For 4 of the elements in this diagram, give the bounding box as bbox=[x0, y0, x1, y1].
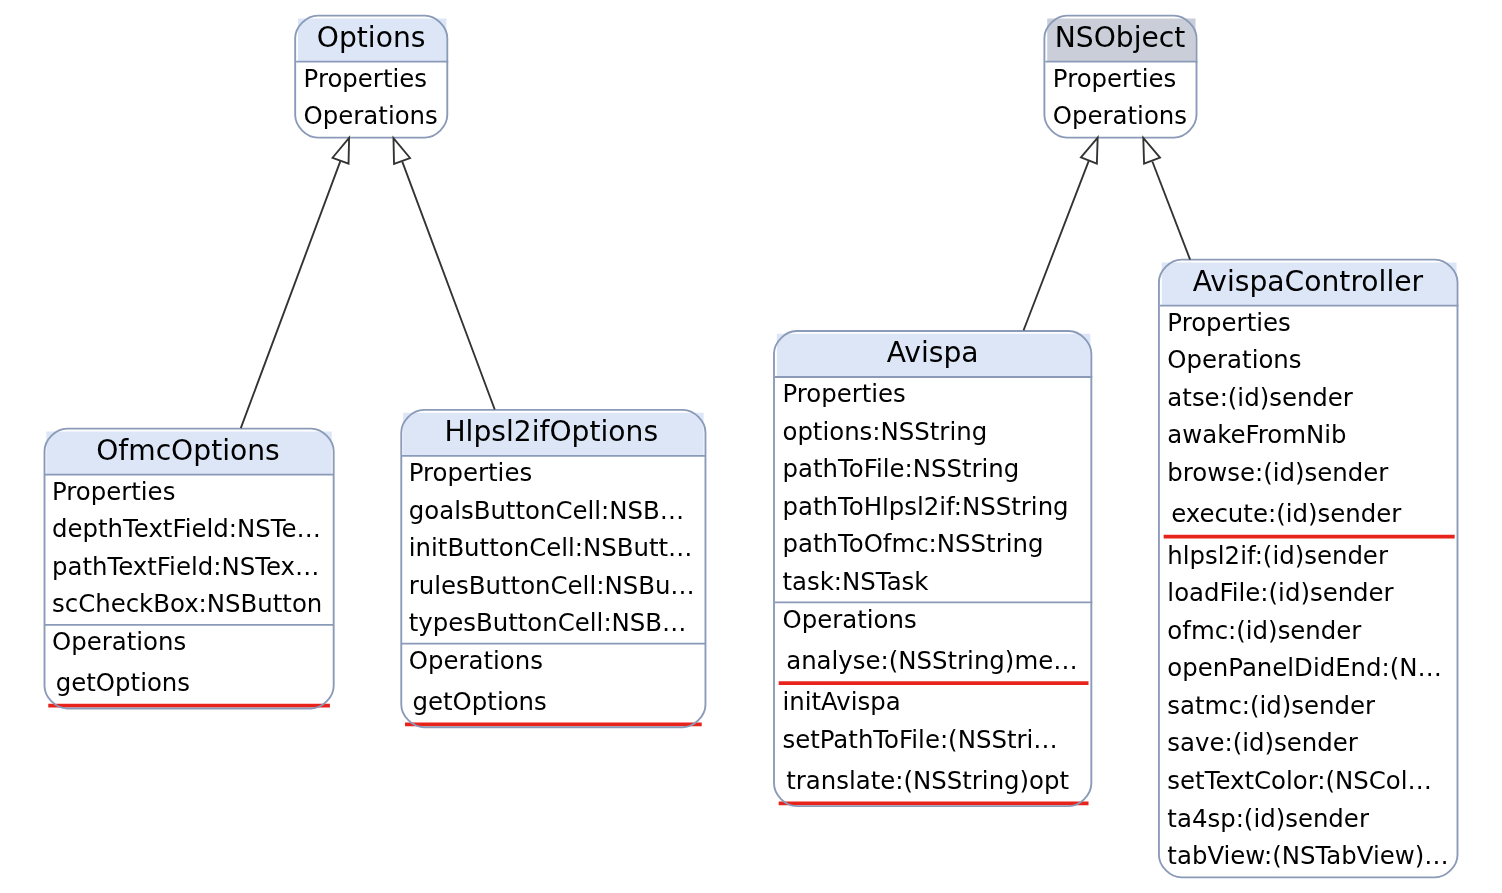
arrow bbox=[1142, 135, 1191, 261]
arrow bbox=[1022, 135, 1099, 332]
arrow bbox=[392, 135, 496, 411]
arrow bbox=[239, 135, 351, 429]
